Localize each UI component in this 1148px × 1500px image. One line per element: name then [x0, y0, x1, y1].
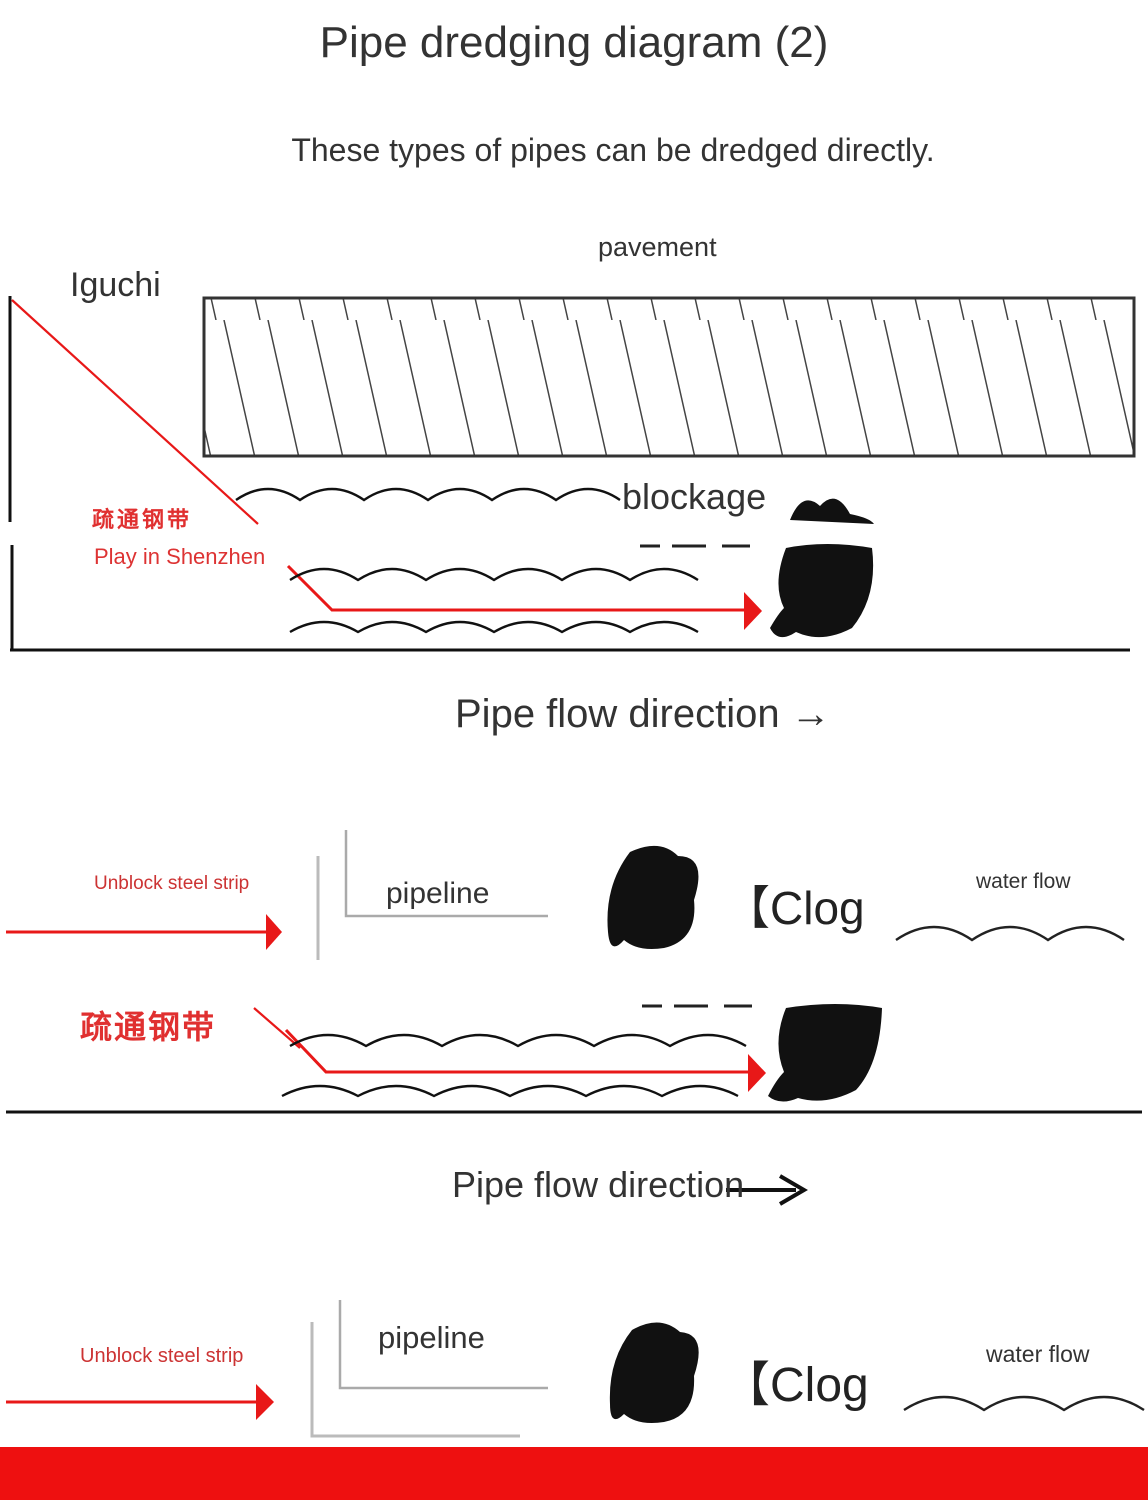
- flow-direction-label-2: Pipe flow direction: [452, 1164, 745, 1205]
- diagram-subtitle: These types of pipes can be dredged dire…: [291, 132, 935, 168]
- steel-strip-sublabel: Play in Shenzhen: [94, 544, 266, 569]
- steel-strip-chinese-label-2: 疏通钢带: [80, 1009, 217, 1045]
- wave-icon: [895, 925, 1125, 942]
- pavement-block: [202, 296, 1136, 458]
- blockage-label: blockage: [622, 476, 767, 517]
- arrow-right-icon: [778, 1174, 808, 1206]
- steel-strip-chinese-label: 疏通钢带: [92, 507, 193, 532]
- legend-clog-label-2: 【Clog: [722, 1359, 869, 1412]
- arrow-right-icon: [256, 1384, 274, 1420]
- bottom-red-bar: [0, 1447, 1148, 1500]
- diagram-title: Pipe dredging diagram (2): [319, 18, 829, 67]
- wave-icon: [903, 1395, 1145, 1412]
- legend-1: [6, 830, 1125, 960]
- pavement-label: pavement: [598, 232, 717, 262]
- legend-pipeline-label-2: pipeline: [378, 1320, 485, 1355]
- steel-strip-1: [11, 299, 762, 630]
- legend-water-flow-label-1: water flow: [976, 870, 1071, 893]
- clog-blob-icon: [609, 1322, 699, 1423]
- legend-water-flow-label-2: water flow: [986, 1341, 1090, 1367]
- arrow-right-icon: [266, 914, 282, 950]
- flow-direction-label-1: Pipe flow direction →: [455, 692, 831, 736]
- inlet-label: Iguchi: [70, 266, 161, 304]
- inlet-wall: [8, 296, 14, 650]
- arrow-right-icon: [748, 1054, 766, 1092]
- legend-clog-label-1: 【Clog: [724, 882, 865, 934]
- clog-blob-icon: [770, 498, 874, 638]
- clog-blob-icon: [768, 1004, 882, 1102]
- legend-2: [6, 1300, 1145, 1438]
- legend-steel-strip-label-2: Unblock steel strip: [80, 1345, 244, 1367]
- legend-pipeline-label-1: pipeline: [386, 877, 490, 910]
- arrow-right-icon: [744, 592, 762, 630]
- clog-blob-icon: [607, 845, 699, 949]
- legend-steel-strip-label-1: Unblock steel strip: [94, 873, 250, 894]
- middle-diagram: [6, 1004, 1142, 1206]
- water-waves-1: [235, 487, 699, 634]
